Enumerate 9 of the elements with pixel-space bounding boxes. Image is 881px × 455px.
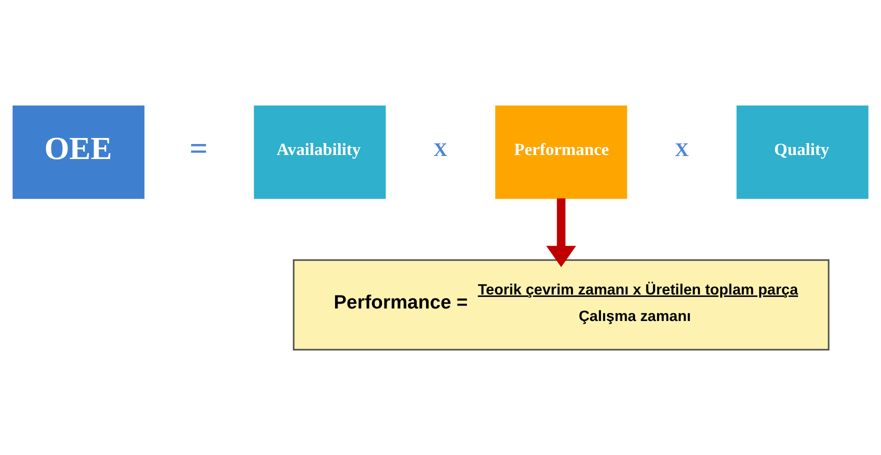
node-box: Performance = Teorik çevrim zamanı x Üretilen toplam parça Çalışma zamanı <box>292 258 830 350</box>
node-box: Availability <box>254 104 386 198</box>
label: = <box>190 130 208 166</box>
arrow <box>546 198 576 267</box>
node-box: Performance <box>495 104 628 198</box>
node-box: OEE <box>12 104 144 198</box>
label: X <box>674 139 689 160</box>
label: X <box>434 139 448 160</box>
node-box: Quality <box>736 104 868 198</box>
